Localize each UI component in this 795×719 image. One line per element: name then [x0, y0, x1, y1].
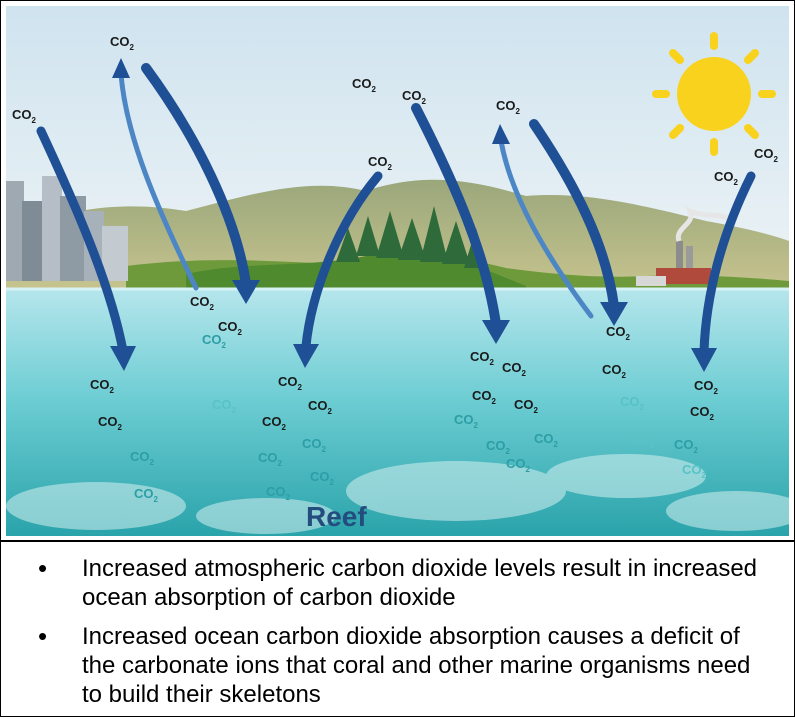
scene-svg: CO2CO2CO2CO2CO2CO2CO2CO2CO2CO2CO2CO2CO2C…: [6, 6, 789, 536]
co2-label: CO2: [308, 398, 333, 416]
co2-label: CO2: [402, 88, 427, 106]
co2-label: CO2: [258, 450, 283, 468]
caption-box: • Increased atmospheric carbon dioxide l…: [0, 540, 795, 719]
caption-item-2: • Increased ocean carbon dioxide absorpt…: [0, 622, 795, 709]
caption-text-2: Increased ocean carbon dioxide absorptio…: [82, 623, 751, 708]
co2-label: CO2: [502, 360, 527, 378]
co2-label: CO2: [682, 462, 707, 480]
caption-list: • Increased atmospheric carbon dioxide l…: [0, 554, 795, 709]
co2-label: CO2: [506, 456, 531, 474]
co2-label: CO2: [130, 449, 155, 467]
co2-label: CO2: [134, 486, 159, 504]
co2-label: CO2: [90, 377, 115, 395]
caption-item-1: • Increased atmospheric carbon dioxide l…: [0, 554, 795, 612]
co2-label: CO2: [218, 319, 243, 337]
co2-label: CO2: [310, 469, 335, 487]
co2-label: CO2: [98, 414, 123, 432]
factory: [636, 206, 733, 286]
co2-label: CO2: [352, 76, 377, 94]
co2-label: CO2: [486, 438, 511, 456]
co2-label: CO2: [368, 154, 393, 172]
co2-label: CO2: [454, 412, 479, 430]
bullet-icon: •: [38, 621, 48, 651]
bullet-icon: •: [38, 553, 48, 583]
co2-label: CO2: [630, 432, 655, 450]
co2-label: CO2: [754, 146, 779, 164]
co2-label: CO2: [190, 294, 215, 312]
reef-floor: [6, 454, 789, 534]
co2-label: CO2: [12, 107, 37, 125]
co2-label: CO2: [202, 332, 227, 350]
co2-label: CO2: [110, 34, 135, 52]
co2-label: CO2: [690, 404, 715, 422]
co2-label: CO2: [620, 394, 645, 412]
co2-label: CO2: [514, 397, 539, 415]
caption-text-1: Increased atmospheric carbon dioxide lev…: [82, 555, 758, 611]
co2-label: CO2: [212, 397, 237, 415]
co2-label: CO2: [266, 484, 291, 502]
co2-label: CO2: [714, 169, 739, 187]
co2-label: CO2: [262, 414, 287, 432]
co2-label: CO2: [278, 374, 303, 392]
co2-label: CO2: [606, 324, 631, 342]
co2-label: CO2: [674, 437, 699, 455]
co2-label: CO2: [472, 388, 497, 406]
sun: [652, 32, 776, 156]
co2-arrows: [36, 58, 756, 372]
co2-label: CO2: [302, 436, 327, 454]
co2-label: CO2: [602, 362, 627, 380]
reef-label: Reef: [306, 501, 367, 532]
co2-label: CO2: [694, 378, 719, 396]
co2-label: CO2: [496, 98, 521, 116]
co2-label: CO2: [534, 431, 559, 449]
co2-label: CO2: [470, 349, 495, 367]
